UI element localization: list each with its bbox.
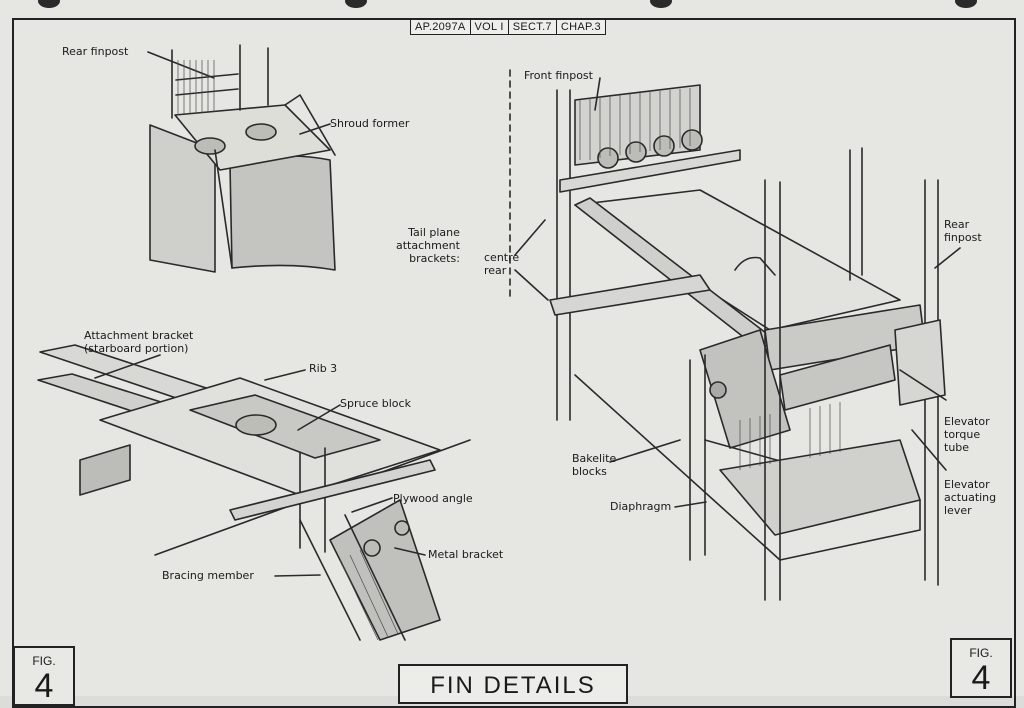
figure-label: FIG. — [969, 646, 993, 660]
figure-label: FIG. — [32, 654, 56, 668]
label-tail-plane-attachment-brackets: Tail plane attachment brackets: — [396, 226, 460, 265]
label-bracing-member: Bracing member — [162, 569, 254, 582]
figure-number: 4 — [971, 659, 991, 697]
label-rear-finpost-top: Rear finpost — [62, 45, 129, 58]
label-bakelite-blocks: Bakelite blocks — [572, 452, 617, 478]
label-diaphragm: Diaphragm — [610, 500, 672, 513]
tail-plane-attachment-drawing — [509, 69, 946, 601]
ref-ap-number: AP.2097A — [411, 20, 471, 34]
ref-chapter: CHAP.3 — [560, 21, 601, 33]
binder-hole — [955, 0, 977, 8]
label-rib-3: Rib 3 — [309, 362, 338, 375]
attachment-bracket-drawing — [37, 344, 471, 641]
label-plywood-angle: Plywood angle — [393, 492, 473, 505]
ref-section: SECT.7 — [509, 20, 557, 34]
label-elevator-torque-tube: Elevator torque tube — [944, 415, 990, 454]
label-metal-bracket: Metal bracket — [428, 548, 504, 561]
figure-number-box-right: FIG. 4 — [950, 638, 1012, 698]
binder-hole — [38, 0, 60, 8]
binder-hole — [345, 0, 367, 8]
binder-hole — [650, 0, 672, 8]
figure-number-box-left: FIG. 4 — [13, 646, 75, 706]
label-spruce-block: Spruce block — [340, 397, 411, 410]
label-centre-rear: centre rear — [484, 251, 520, 277]
figure-number: 4 — [34, 667, 54, 705]
label-front-finpost: Front finpost — [524, 69, 593, 82]
drawing-title: FIN DETAILS — [430, 672, 596, 699]
shroud-former-drawing — [149, 44, 336, 273]
label-attachment-bracket: Attachment bracket (starboard portion) — [84, 329, 194, 355]
label-rear-finpost-right: Rear finpost — [944, 218, 982, 244]
ref-volume: VOL I — [471, 20, 509, 34]
drawing-title-box: FIN DETAILS — [398, 664, 628, 704]
label-elevator-actuating-lever: Elevator actuating lever — [944, 478, 997, 517]
document-reference-header: AP.2097A VOL I SECT.7 CHAP.3 — [410, 19, 606, 35]
label-shroud-former: Shroud former — [330, 117, 410, 130]
